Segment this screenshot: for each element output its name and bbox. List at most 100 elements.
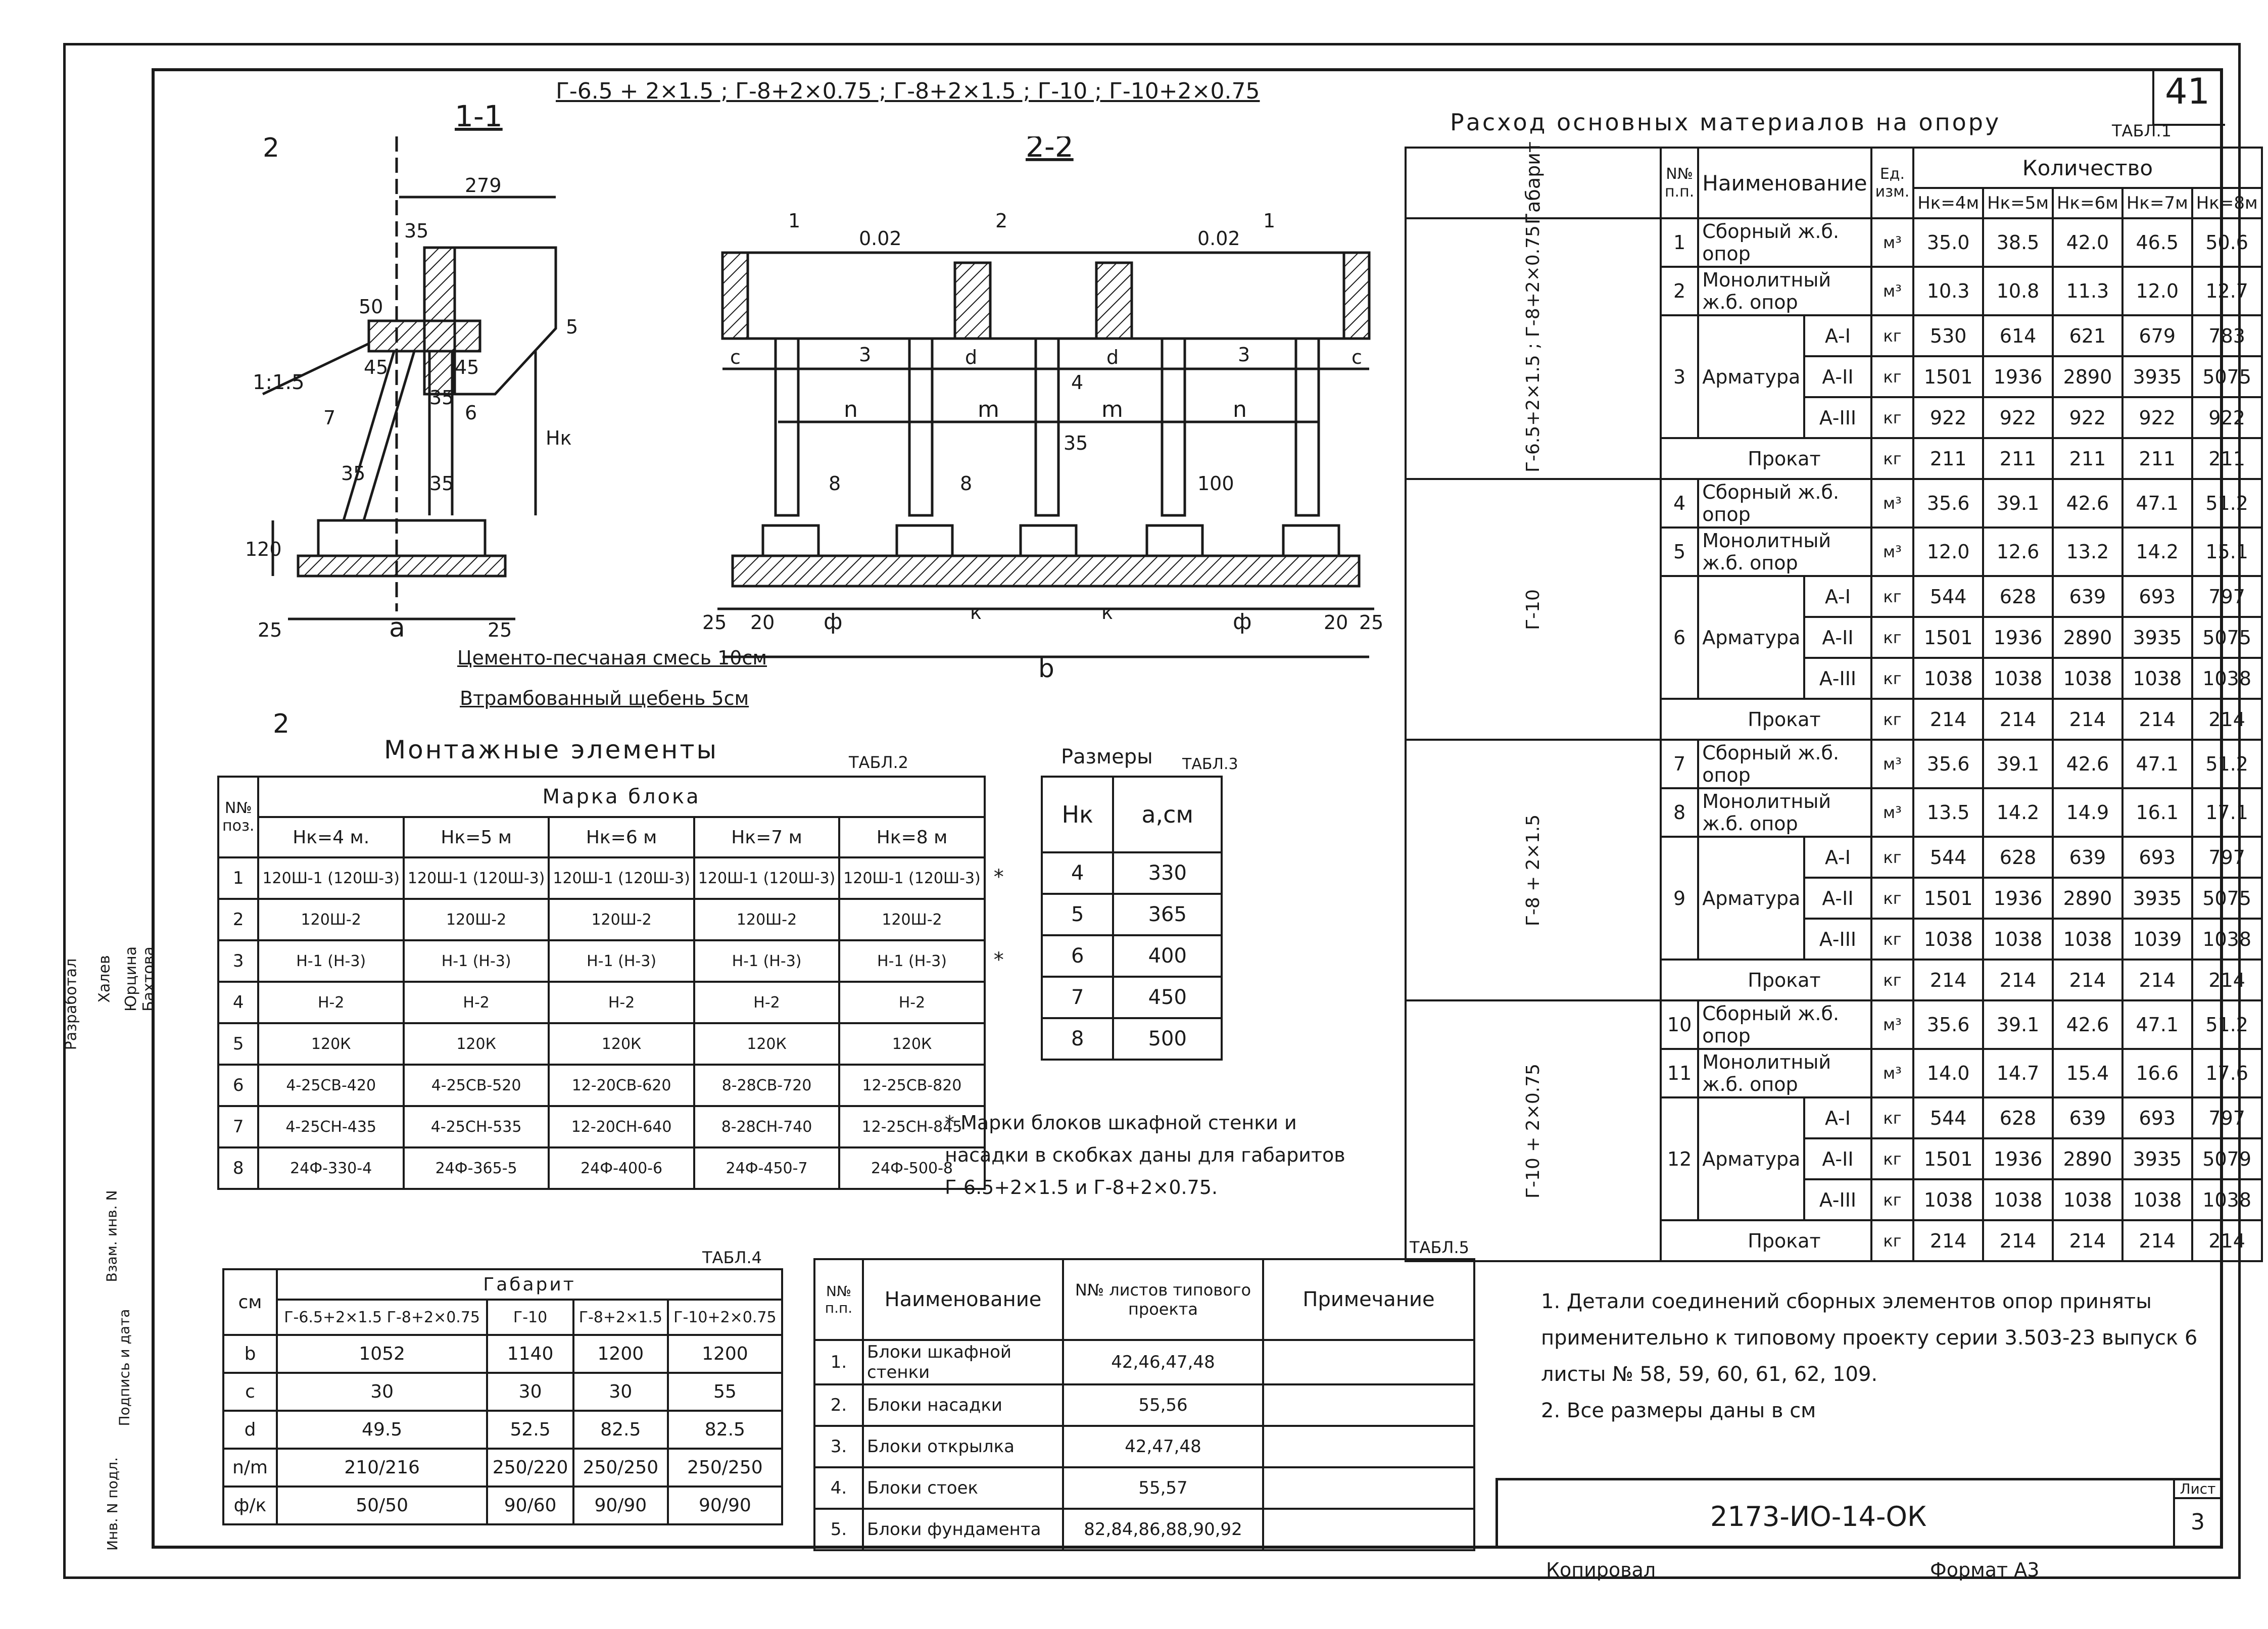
dim-n-left: n — [844, 397, 858, 422]
gab-cell: 250/250 — [666, 1448, 784, 1488]
value-cell: 5075 — [2191, 616, 2263, 659]
callout-4: 4 — [1071, 371, 1083, 394]
value-cell: 544 — [1912, 1096, 1985, 1139]
mark-cell: 24Ф-500-8 — [838, 1146, 986, 1190]
unit-cell: м³ — [1870, 787, 1915, 838]
mark-cell: 120К — [693, 1022, 841, 1066]
value-cell: 10.3 — [1912, 266, 1985, 316]
sheet-cell: 5. — [813, 1508, 864, 1551]
gab-cell: 30 — [486, 1372, 574, 1412]
value-cell: 1038 — [2121, 657, 2193, 700]
size-cell: 5 — [1040, 893, 1115, 936]
dim-25-right: 25 — [1359, 611, 1383, 634]
mark-cell: 8-28СН-740 — [693, 1105, 841, 1148]
value-cell: 214 — [2121, 1219, 2193, 1262]
note-gravel: Втрамбованный щебень 5см — [460, 687, 749, 709]
col-name: Наименование — [1697, 147, 1872, 219]
value-cell: 1038 — [2191, 918, 2263, 961]
name-cell: Сборный ж.б. опор — [1697, 217, 1872, 268]
value-cell: 1038 — [1982, 657, 2054, 700]
mark-cell: 12-20СВ-620 — [548, 1064, 695, 1107]
num-cell: 10 — [1659, 999, 1700, 1050]
gab-cell: 82.5 — [572, 1410, 669, 1450]
name-cell: Арматура — [1697, 1096, 1806, 1221]
stamp-sheet-cell: Лист 3 — [2173, 1480, 2221, 1546]
name-cell: Монолитный ж.б. опор — [1697, 1048, 1872, 1098]
col-unit: Ед. изм. — [1870, 147, 1915, 219]
value-cell: 35.6 — [1912, 478, 1985, 529]
unit-cell: кг — [1870, 918, 1915, 961]
materials-table: Габарит N№ п.п. Наименование Ед. изм. Ко… — [1405, 141, 2263, 1262]
sidebar-name-2: Юрцина — [122, 946, 140, 1012]
sheet-cell: Блоки насадки — [862, 1383, 1064, 1427]
sheet-cell: Блоки открылка — [862, 1425, 1064, 1468]
mark-cell: Н-2 — [257, 981, 405, 1024]
name-cell: Прокат — [1698, 1219, 1872, 1262]
sub-cell: А-I — [1803, 575, 1872, 618]
num-cell — [1659, 698, 1699, 741]
sidebar-developed: Разработал — [62, 958, 80, 1050]
unit-cell: кг — [1870, 437, 1915, 480]
dim-b: b — [1038, 654, 1054, 682]
mark-cell: Н-2 — [548, 981, 695, 1024]
size-cell: 500 — [1112, 1017, 1223, 1061]
dim-279: 279 — [465, 174, 502, 197]
table-main-title: Расход основных материалов на опору — [1450, 109, 2001, 136]
value-cell: 783 — [2191, 314, 2263, 357]
mark-cell: 120Ш-2 — [548, 898, 695, 941]
value-cell: 679 — [2121, 314, 2193, 357]
value-cell: 922 — [1982, 396, 2054, 439]
sub-cell: А-II — [1803, 1137, 1872, 1180]
name-cell: Арматура — [1697, 314, 1806, 439]
sheet-cell: 82,84,86,88,90,92 — [1062, 1508, 1264, 1551]
name-cell: Арматура — [1697, 836, 1806, 961]
sub-cell: А-I — [1803, 836, 1872, 879]
size-cell: 400 — [1112, 934, 1223, 978]
unit-cell: кг — [1870, 396, 1915, 439]
num-cell: 8 — [1659, 787, 1700, 838]
mark-cell: 120Ш-1 (120Ш-3) — [693, 856, 841, 900]
num-cell — [1659, 1219, 1699, 1262]
col-qty: Количество — [1912, 147, 2263, 189]
value-cell: 797 — [2191, 1096, 2263, 1139]
pos-cell: 4 — [217, 981, 260, 1024]
gab-cell: 90/60 — [486, 1486, 574, 1525]
mark-cell: Н-1 (Н-3) — [693, 939, 841, 983]
sheet-cell: 42,47,48 — [1062, 1425, 1264, 1468]
value-cell: 35.6 — [1912, 739, 1985, 789]
size-cell: 7 — [1040, 976, 1115, 1019]
section-2-2-drawing: 2-2 0.02 0.02 1 2 1 3 4 3 с d d с n m m … — [702, 136, 1383, 682]
value-cell: 693 — [2121, 836, 2193, 879]
value-cell: 17.1 — [2191, 787, 2263, 838]
t5-col-sheets: N№ листов типового проекта — [1062, 1258, 1264, 1341]
gab-cell: 90/90 — [572, 1486, 669, 1525]
mark-cell: 4-25СН-435 — [257, 1105, 405, 1148]
unit-cell: кг — [1870, 836, 1915, 879]
value-cell: 214 — [2191, 959, 2263, 1001]
dim-35d: 35 — [341, 462, 365, 485]
value-cell: 1501 — [1912, 616, 1985, 659]
value-cell: 1038 — [1912, 657, 1985, 700]
value-cell: 39.1 — [1982, 999, 2054, 1050]
sheet-cell — [1262, 1383, 1475, 1427]
name-cell: Монолитный ж.б. опор — [1697, 266, 1872, 316]
callout-8-right: 8 — [960, 472, 972, 495]
dim-m-right: m — [1101, 397, 1123, 422]
dim-45-right: 45 — [455, 356, 479, 378]
value-cell: 47.1 — [2121, 478, 2193, 529]
sheet-cell: Блоки стоек — [862, 1466, 1064, 1510]
pos-cell: 7 — [217, 1105, 260, 1148]
sheet-value: 3 — [2191, 1509, 2205, 1535]
t4-gab-0: Г-6.5+2×1.5 Г-8+2×0.75 — [275, 1299, 489, 1336]
value-cell: 12.6 — [1982, 526, 2054, 577]
value-cell: 628 — [1982, 575, 2054, 618]
t4-gab-1: Г-10 — [486, 1299, 574, 1336]
